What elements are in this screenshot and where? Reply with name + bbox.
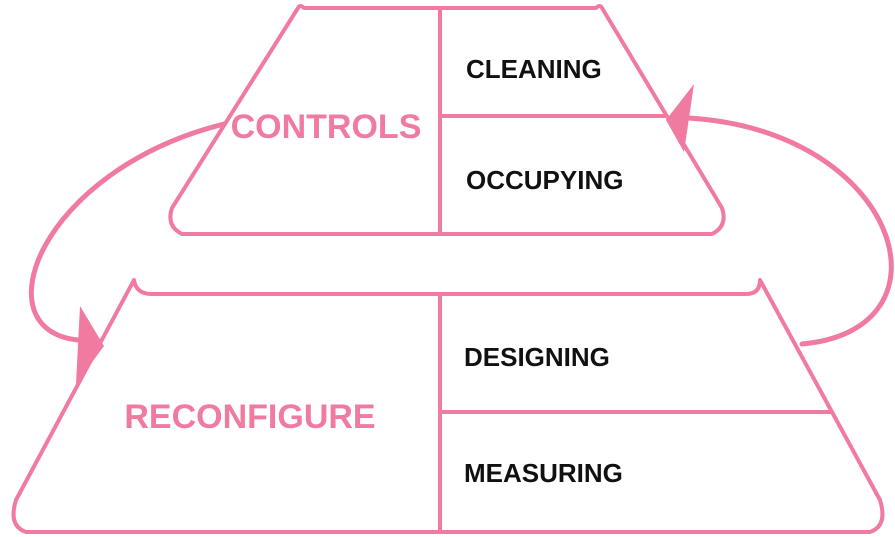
- left-arrow-curve: [28, 121, 227, 343]
- bottom-block-outline: [11, 278, 885, 534]
- top-block: CONTROLS CLEANING OCCUPYING: [168, 4, 726, 236]
- right-cycle-arrow: [666, 84, 894, 347]
- bottom-block: RECONFIGURE DESIGNING MEASURING: [11, 278, 885, 534]
- occupying-label: OCCUPYING: [466, 165, 623, 195]
- reconfigure-label: RECONFIGURE: [124, 398, 375, 436]
- left-cycle-arrow: [28, 121, 227, 384]
- top-block-outline: [168, 4, 726, 236]
- right-arrowhead-icon: [666, 84, 694, 152]
- measuring-label: MEASURING: [464, 458, 623, 488]
- right-arrow-curve: [685, 115, 894, 347]
- designing-label: DESIGNING: [464, 342, 610, 372]
- controls-label: CONTROLS: [231, 108, 422, 146]
- cleaning-label: CLEANING: [466, 54, 602, 84]
- left-arrowhead-icon: [76, 306, 104, 384]
